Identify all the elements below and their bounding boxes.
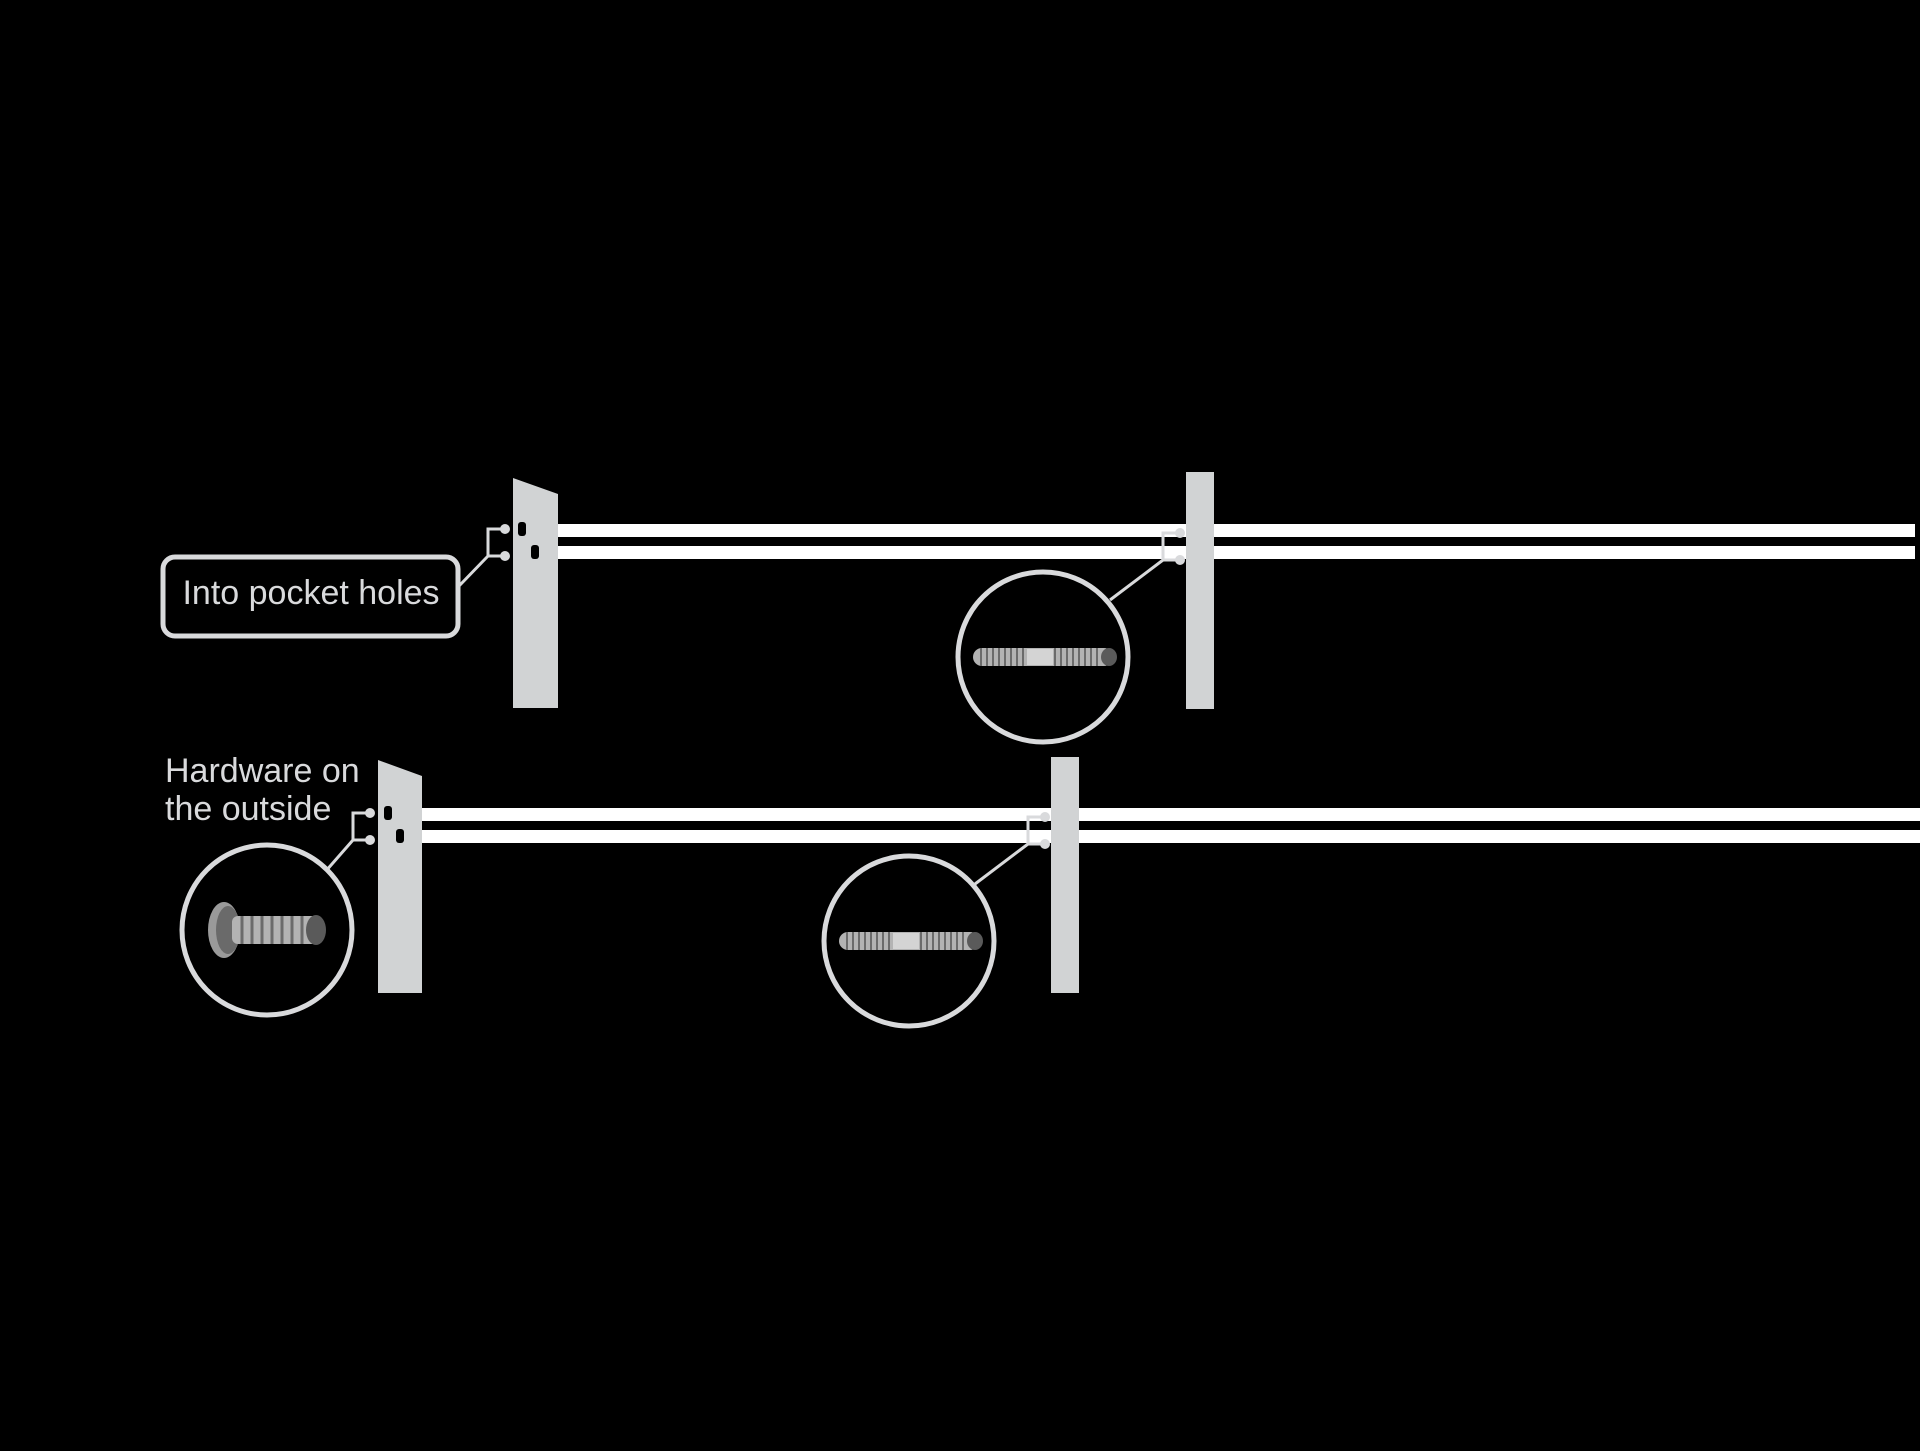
bottom-rail-lower bbox=[400, 830, 1920, 843]
top-left-post bbox=[513, 478, 558, 708]
top-rail-upper bbox=[520, 524, 1915, 537]
pocket-holes-label: Into pocket holes bbox=[182, 574, 439, 612]
pocket-holes-callout: Into pocket holes bbox=[160, 554, 461, 639]
bottom-left-magnifier bbox=[179, 842, 355, 1018]
bottom-right-joint-bracket bbox=[974, 815, 1045, 886]
bottom-assembly: Hardware on the outside bbox=[165, 752, 1920, 1029]
top-assembly: Into pocket holes bbox=[160, 472, 1915, 745]
pocket-screw-icon bbox=[838, 931, 984, 951]
bottom-right-post bbox=[1051, 757, 1079, 993]
bottom-left-post bbox=[378, 760, 422, 993]
pocket-screw-icon bbox=[972, 647, 1118, 667]
hardware-label-line1: Hardware on bbox=[165, 752, 360, 790]
bottom-right-magnifier bbox=[821, 853, 997, 1029]
outside-hardware-bracket bbox=[323, 811, 370, 873]
pocket-holes-bracket bbox=[457, 527, 505, 588]
top-magnifier bbox=[955, 569, 1131, 745]
top-right-joint-bracket bbox=[1109, 531, 1180, 602]
hardware-label-line2: the outside bbox=[165, 790, 331, 828]
top-rail-lower bbox=[536, 546, 1915, 559]
bottom-rail-upper bbox=[385, 808, 1920, 821]
top-right-post bbox=[1186, 472, 1214, 709]
